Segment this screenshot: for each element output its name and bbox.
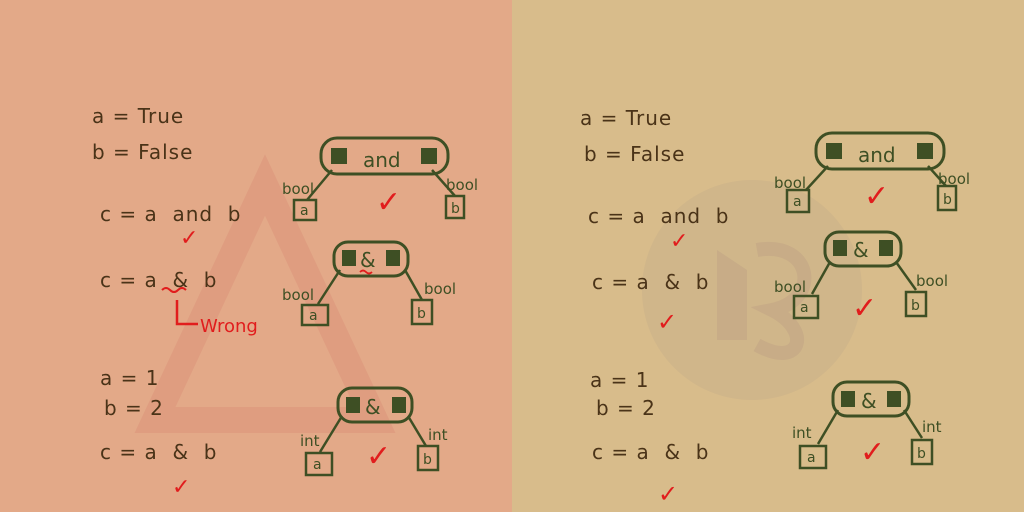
operator-label: and bbox=[363, 148, 401, 172]
operand-type: int bbox=[922, 418, 942, 436]
leaf-b: b bbox=[451, 201, 460, 217]
leaf-a: a bbox=[300, 203, 309, 219]
check-mark-icon: ✓ bbox=[657, 308, 677, 336]
operand-type: bool bbox=[938, 170, 970, 188]
check-mark-icon: ✓ bbox=[852, 291, 877, 326]
operator-label: & bbox=[853, 238, 869, 262]
operand-type: bool bbox=[916, 272, 948, 290]
expression-tree-amp-bool: & bool bool a b ✓ bbox=[774, 230, 948, 326]
check-mark-icon: ✓ bbox=[658, 480, 678, 508]
expression-tree-and: and bool bool a b ✓ bbox=[282, 136, 478, 222]
line-c-amp-bool: c = a & b bbox=[592, 270, 710, 294]
leaf-a: a bbox=[793, 194, 802, 210]
operator-label: & bbox=[360, 248, 376, 272]
operand-type: int bbox=[792, 424, 812, 442]
operand-type: bool bbox=[282, 286, 314, 304]
line-b-2: b = 2 bbox=[596, 396, 656, 420]
leaf-b: b bbox=[943, 192, 952, 208]
leaf-a: a bbox=[800, 300, 809, 316]
line-b-false: b = False bbox=[92, 140, 194, 164]
expression-tree-and: and bool bool a b ✓ bbox=[774, 131, 970, 214]
line-c-and: c = a and b bbox=[588, 204, 730, 228]
line-a-1: a = 1 bbox=[590, 368, 650, 392]
operand-type: bool bbox=[774, 174, 806, 192]
check-mark-icon: ✓ bbox=[172, 475, 190, 500]
operand-type: int bbox=[428, 426, 448, 444]
operator-label: & bbox=[365, 395, 381, 419]
leaf-b: b bbox=[917, 446, 926, 462]
wrong-label: Wrong bbox=[200, 316, 258, 337]
operand-type: bool bbox=[446, 176, 478, 194]
line-b-2: b = 2 bbox=[104, 396, 164, 420]
line-c-amp-bool: c = a & b bbox=[100, 268, 218, 292]
leaf-b: b bbox=[417, 306, 426, 322]
check-mark-icon: ✓ bbox=[366, 439, 391, 474]
operand-type: bool bbox=[774, 278, 806, 296]
leaf-b: b bbox=[423, 452, 432, 468]
right-diagram: ✓ ✓ ✓ and bool bool a b ✓ & bool bbox=[657, 131, 970, 508]
line-c-and: c = a and b bbox=[100, 202, 242, 226]
leaf-a: a bbox=[313, 457, 322, 473]
leaf-b: b bbox=[911, 298, 920, 314]
line-b-false: b = False bbox=[584, 142, 686, 166]
line-a-true: a = True bbox=[92, 104, 185, 128]
left-panel: a = True b = False c = a and b c = a & b… bbox=[0, 0, 512, 512]
check-mark-icon: ✓ bbox=[376, 185, 401, 220]
line-a-1: a = 1 bbox=[100, 366, 160, 390]
operand-type: bool bbox=[282, 180, 314, 198]
check-mark-icon: ✓ bbox=[860, 435, 885, 470]
line-c-amp-int: c = a & b bbox=[592, 440, 710, 464]
operand-type: bool bbox=[424, 280, 456, 298]
operand-type: int bbox=[300, 432, 320, 450]
line-a-true: a = True bbox=[580, 106, 673, 130]
check-mark-icon: ✓ bbox=[180, 226, 198, 251]
expression-tree-amp-int: & int int a b ✓ bbox=[300, 386, 448, 477]
expression-tree-amp-int: & int int a b ✓ bbox=[792, 380, 942, 470]
check-mark-icon: ✓ bbox=[670, 229, 688, 254]
check-mark-icon: ✓ bbox=[864, 179, 889, 214]
line-c-amp-int: c = a & b bbox=[100, 440, 218, 464]
leaf-a: a bbox=[309, 308, 318, 324]
expression-tree-amp-bool: & bool bool a b bbox=[282, 240, 456, 327]
operator-label: and bbox=[858, 143, 896, 167]
left-diagram: Wrong ✓ ✓ and bool bool a b ✓ & bbox=[161, 136, 478, 500]
right-panel: a = True b = False c = a and b c = a & b… bbox=[512, 0, 1024, 512]
operator-label: & bbox=[861, 389, 877, 413]
wrong-arrow-icon bbox=[175, 300, 198, 326]
leaf-a: a bbox=[807, 450, 816, 466]
wrong-underline bbox=[161, 287, 187, 293]
